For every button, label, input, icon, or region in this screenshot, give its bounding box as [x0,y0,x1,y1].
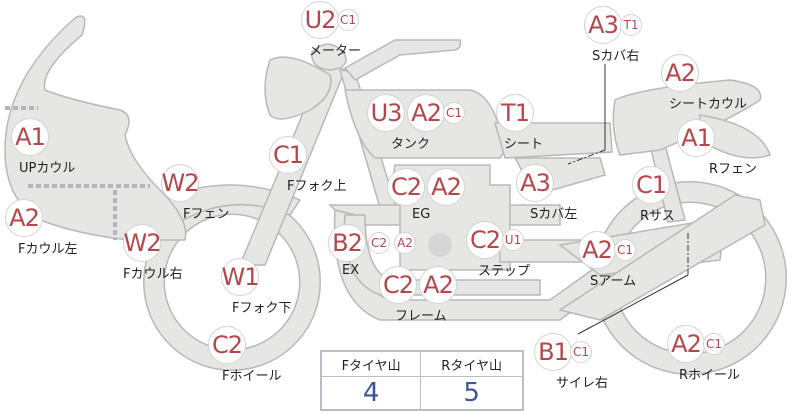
condition-code: A2 [407,94,445,132]
condition-code: W2 [161,164,200,202]
headlight-shape [264,56,332,120]
part-label: メーター [309,44,362,59]
part-label: Sカバ左 [530,207,578,222]
part-label: EX [342,263,360,278]
part-label: フレーム [395,309,447,324]
handlebar-shape [343,39,462,81]
front-tire-value: 4 [320,376,422,411]
part-front-fork-upper[interactable]: C1 Fフォク上 [269,136,346,194]
part-label: タンク [391,137,431,152]
condition-code: B2 [328,224,366,262]
rear-frame-shape [558,194,766,321]
meter-shape [311,43,347,71]
condition-code: A1 [677,119,715,157]
part-label: シートカウル [669,97,748,112]
condition-code: C2 [387,168,425,206]
condition-code: A2 [661,54,699,92]
part-side-cover-left[interactable]: A3 Sカバ左 [516,164,577,222]
condition-code: C2 [368,232,390,254]
condition-code: A2 [667,325,705,363]
part-label: Sアーム [590,274,637,289]
leader-line [567,149,606,165]
part-label: Rホイール [679,368,741,383]
part-label: Fフェン [183,207,230,222]
condition-code: U1 [502,229,524,251]
seat-shape [494,122,613,159]
part-label: Sカバ右 [592,49,640,64]
condition-code: W2 [123,224,162,262]
front-tire-header: Fタイヤ山 [320,350,422,377]
part-rear-suspension[interactable]: C1 Rサス [632,166,675,224]
condition-code: A1 [11,118,49,156]
condition-code: T1 [620,14,642,36]
part-label: Rフェン [709,162,758,177]
condition-code: W1 [221,258,260,296]
part-label: Rサス [640,209,675,224]
part-front-fender[interactable]: W2 Fフェン [161,164,229,222]
part-label: Fフォク下 [232,301,292,316]
engine-circle [428,233,452,257]
part-label: EG [412,207,431,222]
part-up-cowl[interactable]: A1 UPカウル [11,118,75,176]
condition-code: C1 [269,136,307,174]
part-seat-cowl[interactable]: A2 シートカウル [661,54,747,112]
leader-line [577,274,689,335]
part-front-cowl-left[interactable]: A2 Fカウル左 [5,199,77,257]
part-label: UPカウル [19,161,76,176]
part-label: ステップ [478,264,531,279]
part-front-wheel[interactable]: C2 Fホイール [208,326,281,384]
rear-fender-shape [699,114,771,159]
part-rear-fender[interactable]: A1 Rフェン [677,119,757,177]
condition-code: T1 [496,94,534,132]
condition-code: C2 [208,326,246,364]
tire-tread-table: Fタイヤ山 Rタイヤ山 4 5 [320,350,524,411]
part-label: Fフォク上 [287,179,347,194]
part-front-fork-lower[interactable]: W1 Fフォク下 [221,258,291,316]
part-label: Fカウル左 [18,242,78,257]
condition-code: A2 [5,199,43,237]
condition-code: A2 [427,168,465,206]
condition-code: C1 [614,239,636,261]
condition-code: A2 [394,232,416,254]
part-seat[interactable]: T1 シート [496,94,543,152]
part-front-cowl-right[interactable]: W2 Fカウル右 [123,224,182,282]
condition-code: U2 [301,1,339,39]
condition-code: C1 [703,333,725,355]
condition-code: A2 [419,266,457,304]
condition-code: C1 [443,102,465,124]
part-label: シート [504,137,544,152]
rear-tire-header: Rタイヤ山 [420,350,524,377]
part-label: Fホイール [222,369,282,384]
condition-code: C1 [570,341,592,363]
condition-code: U3 [367,94,405,132]
condition-code: C2 [466,221,504,259]
condition-code: C1 [337,9,359,31]
condition-code: B1 [534,333,572,371]
condition-code: C1 [632,166,670,204]
condition-code: A3 [584,6,622,44]
condition-code: C2 [379,266,417,304]
condition-code: A2 [578,231,616,269]
part-label: サイレ右 [556,376,609,391]
part-label: Fカウル右 [123,267,183,282]
rear-tire-value: 5 [420,376,524,411]
condition-code: A3 [516,164,554,202]
